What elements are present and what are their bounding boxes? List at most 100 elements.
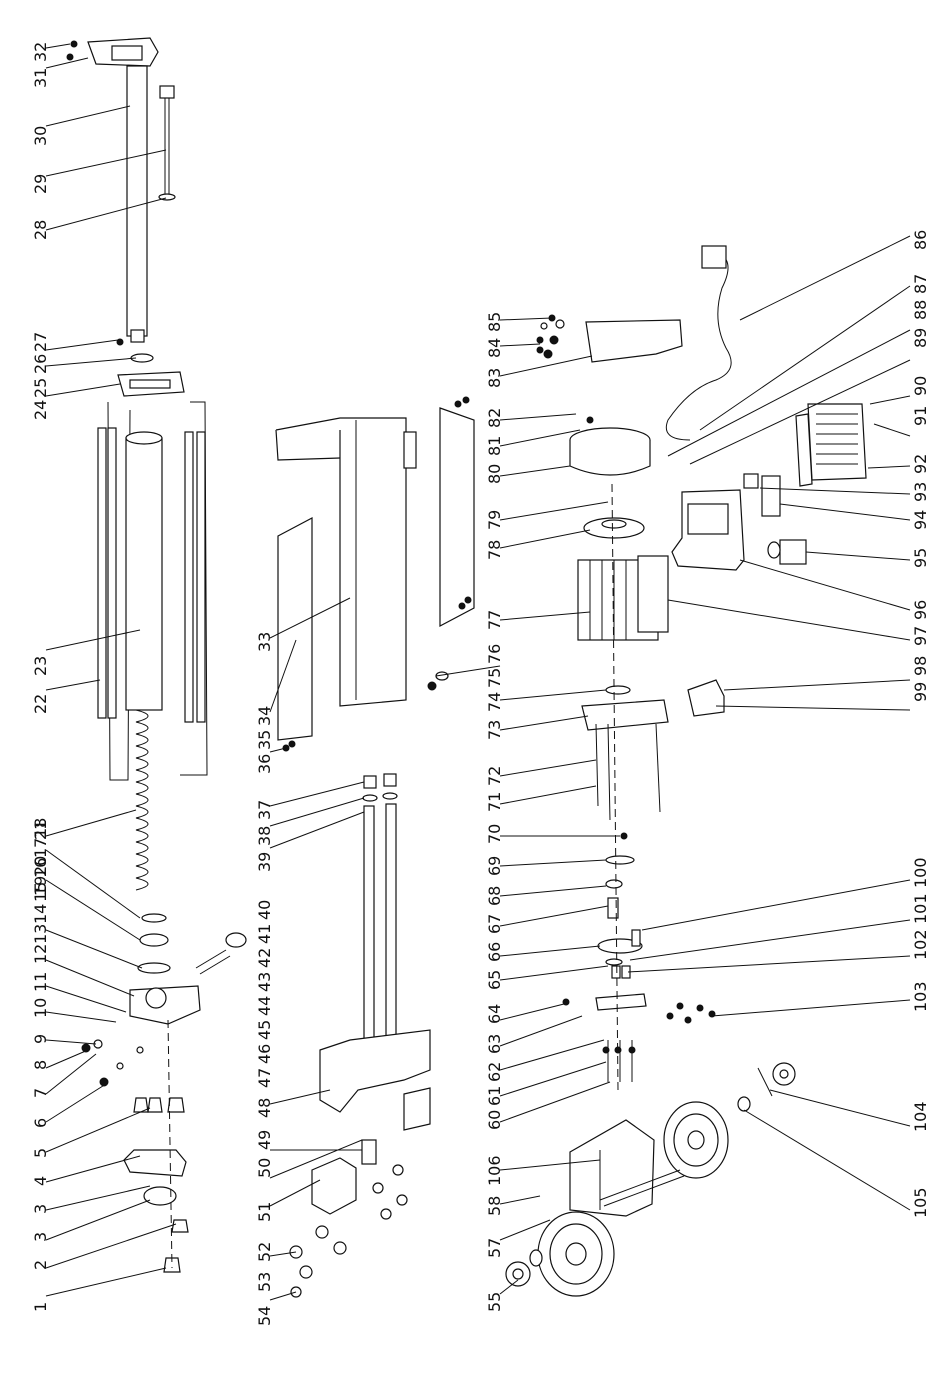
callout-75: 75 [485, 668, 504, 688]
ram-column-assembly [66, 37, 247, 1273]
wheel-left [537, 1211, 615, 1297]
callout-10: 10 [31, 998, 50, 1018]
callout-9: 9 [31, 1034, 50, 1044]
callout-28: 28 [31, 220, 50, 240]
callout-74: 74 [485, 692, 504, 712]
callout-12: 12 [31, 944, 50, 964]
callout-80: 80 [485, 464, 504, 484]
callout-58: 58 [485, 1196, 504, 1216]
callout-43: 43 [255, 972, 274, 992]
callout-72: 72 [485, 766, 504, 786]
callout-98: 98 [911, 656, 930, 676]
callout-87: 87 [911, 274, 930, 294]
callout-13: 13 [31, 924, 50, 944]
callout-30: 30 [31, 126, 50, 146]
callout-35: 35 [255, 730, 274, 750]
callout-6: 6 [31, 1118, 50, 1128]
callout-90: 90 [911, 376, 930, 396]
callout-15: 15 [31, 882, 50, 902]
callout-82: 82 [485, 408, 504, 428]
callout-92: 92 [911, 454, 930, 474]
callout-40: 40 [255, 900, 274, 920]
callout-5: 5 [31, 1148, 50, 1158]
motor-assembly [505, 245, 867, 1297]
callout-53: 53 [255, 1272, 274, 1292]
callout-3a: 3 [31, 1232, 50, 1242]
callout-19: 19 [31, 876, 50, 896]
callout-47: 47 [255, 1068, 274, 1088]
callout-89: 89 [911, 328, 930, 348]
wheel-right [663, 1101, 729, 1179]
callout-60: 60 [485, 1110, 504, 1130]
callout-20: 20 [31, 856, 50, 876]
callout-2: 2 [31, 1260, 50, 1270]
callout-7: 7 [31, 1088, 50, 1098]
callout-65: 65 [485, 970, 504, 990]
callout-38: 38 [255, 826, 274, 846]
callout-100: 100 [911, 857, 930, 888]
callout-105: 105 [911, 1187, 930, 1218]
callout-34: 34 [255, 706, 274, 726]
callout-54: 54 [255, 1306, 274, 1326]
callout-70: 70 [485, 824, 504, 844]
callout-11: 11 [31, 972, 50, 992]
beam-assembly [275, 396, 475, 1298]
callout-79: 79 [485, 510, 504, 530]
callout-14: 14 [31, 904, 50, 924]
callout-51: 51 [255, 1202, 274, 1222]
callout-18: 18 [31, 818, 50, 838]
callout-41: 41 [255, 924, 274, 944]
callout-81: 81 [485, 436, 504, 456]
callout-73: 73 [485, 720, 504, 740]
callout-68: 68 [485, 886, 504, 906]
callout-31: 31 [31, 68, 50, 88]
callout-55: 55 [485, 1292, 504, 1312]
callout-78: 78 [485, 540, 504, 560]
callout-64: 64 [485, 1004, 504, 1024]
callout-4: 4 [31, 1176, 50, 1186]
callout-106: 106 [485, 1155, 504, 1186]
callout-25: 25 [31, 378, 50, 398]
callout-97: 97 [911, 626, 930, 646]
callout-63: 63 [485, 1034, 504, 1054]
callout-91: 91 [911, 406, 930, 426]
callout-69: 69 [485, 856, 504, 876]
callout-93: 93 [911, 482, 930, 502]
callout-94: 94 [911, 510, 930, 530]
callout-33: 33 [255, 632, 274, 652]
return-spring [135, 709, 149, 891]
callout-46: 46 [255, 1044, 274, 1064]
callout-labels: 1 2 3 3 4 5 6 7 8 9 10 11 12 13 14 15 16… [31, 42, 930, 1326]
callout-57: 57 [485, 1238, 504, 1258]
callout-52: 52 [255, 1242, 274, 1262]
callout-77: 77 [485, 610, 504, 630]
callout-99: 99 [911, 682, 930, 702]
callout-104: 104 [911, 1101, 930, 1132]
callout-83: 83 [485, 368, 504, 388]
callout-103: 103 [911, 981, 930, 1012]
callout-66: 66 [485, 942, 504, 962]
callout-3b: 3 [31, 1204, 50, 1214]
callout-22: 22 [31, 694, 50, 714]
callout-86: 86 [911, 230, 930, 250]
callout-85: 85 [485, 312, 504, 332]
callout-48: 48 [255, 1098, 274, 1118]
callout-27: 27 [31, 332, 50, 352]
callout-21: 21 [31, 820, 50, 840]
callout-32: 32 [31, 42, 50, 62]
callout-17: 17 [31, 838, 50, 858]
callout-71: 71 [485, 792, 504, 812]
leader-lines [45, 43, 911, 1301]
callout-49: 49 [255, 1130, 274, 1150]
callout-62: 62 [485, 1062, 504, 1082]
callout-37: 37 [255, 800, 274, 820]
callout-67: 67 [485, 914, 504, 934]
callout-8: 8 [31, 1060, 50, 1070]
callout-44: 44 [255, 996, 274, 1016]
callout-102: 102 [911, 929, 930, 960]
callout-1: 1 [31, 1302, 50, 1312]
callout-101: 101 [911, 893, 930, 924]
callout-50: 50 [255, 1158, 274, 1178]
callout-84: 84 [485, 338, 504, 358]
